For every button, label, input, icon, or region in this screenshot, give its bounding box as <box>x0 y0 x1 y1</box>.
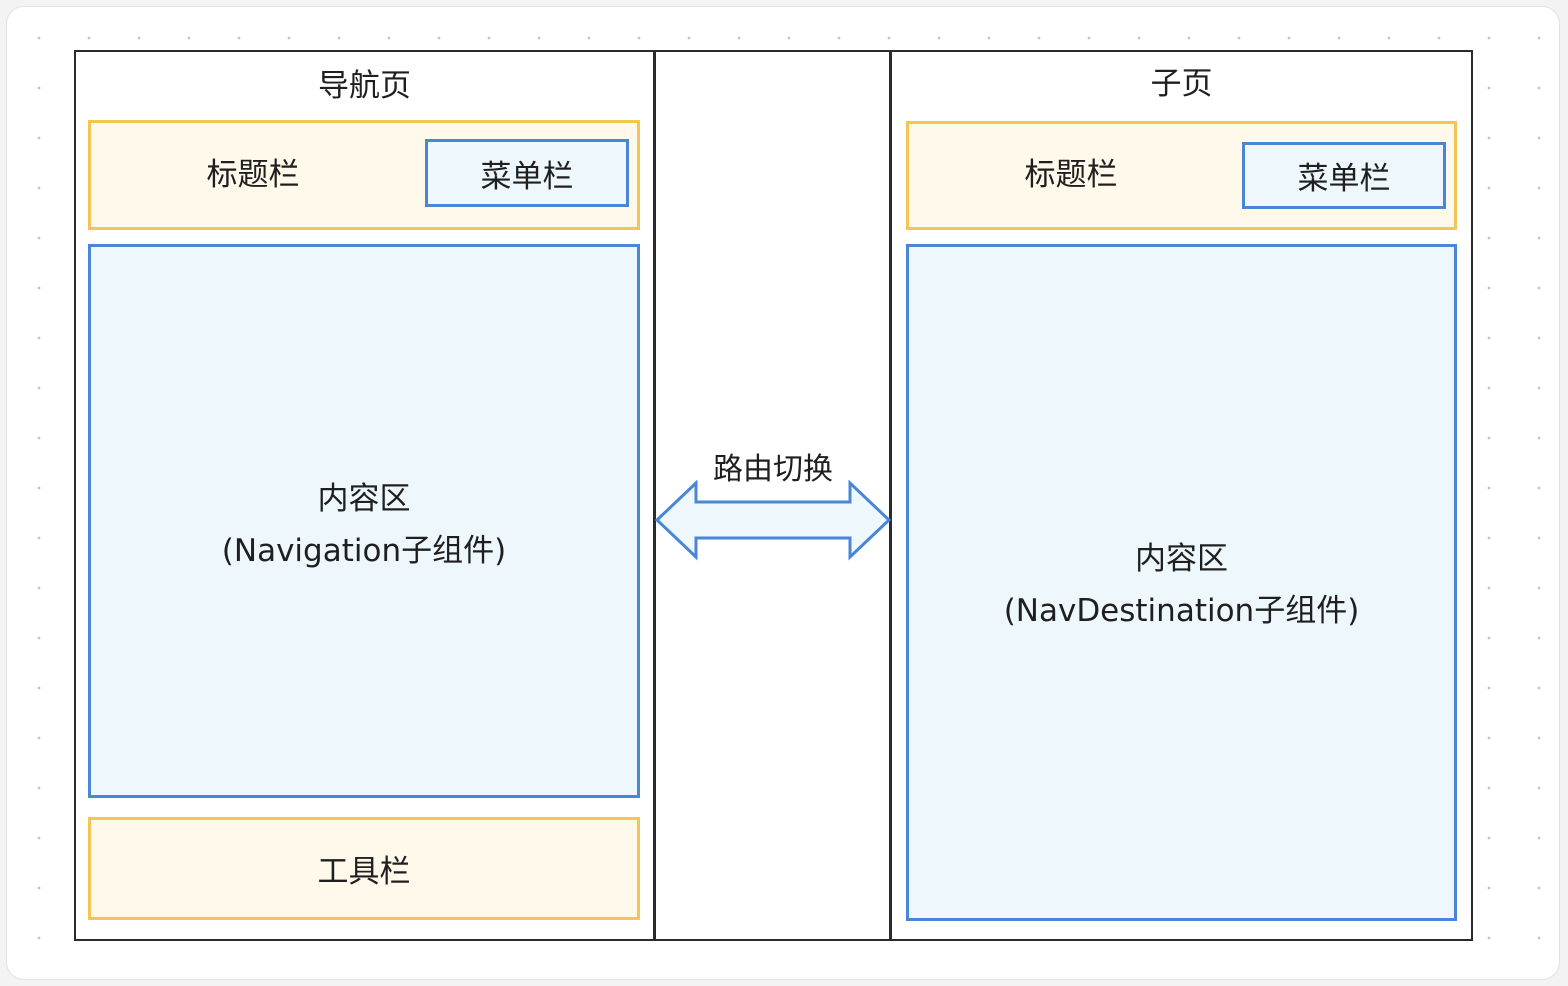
navigation-toolbar-label: 工具栏 <box>317 854 411 890</box>
navigation-menu-bar-label: 菜单栏 <box>480 158 574 195</box>
navigation-page-title: 导航页 <box>318 68 411 104</box>
child-content-title: 内容区 <box>1135 541 1228 577</box>
child-page-title: 子页 <box>1150 66 1213 102</box>
navigation-toolbar: 工具栏 <box>88 817 640 920</box>
bidirectional-arrow-icon <box>654 480 892 561</box>
child-content-text: 内容区 (NavDestination子组件) <box>909 533 1454 637</box>
child-content-subtitle: (NavDestination子组件) <box>1003 593 1360 629</box>
child-menu-bar: 菜单栏 <box>1242 142 1446 209</box>
left-divider <box>653 50 656 941</box>
navigation-title-bar-label: 标题栏 <box>206 157 300 193</box>
route-switch-label: 路由切换 <box>713 452 833 487</box>
child-title-bar-label: 标题栏 <box>1024 157 1118 193</box>
navigation-content-subtitle: (Navigation子组件) <box>221 533 507 569</box>
right-divider <box>889 50 892 941</box>
child-content-area: 内容区 (NavDestination子组件) <box>906 244 1457 921</box>
child-menu-bar-label: 菜单栏 <box>1297 161 1391 197</box>
navigation-content-text: 内容区 (Navigation子组件) <box>91 473 637 577</box>
navigation-menu-bar: 菜单栏 <box>425 139 629 207</box>
navigation-content-title: 内容区 <box>317 481 411 517</box>
navigation-content-area: 内容区 (Navigation子组件) <box>88 244 640 798</box>
